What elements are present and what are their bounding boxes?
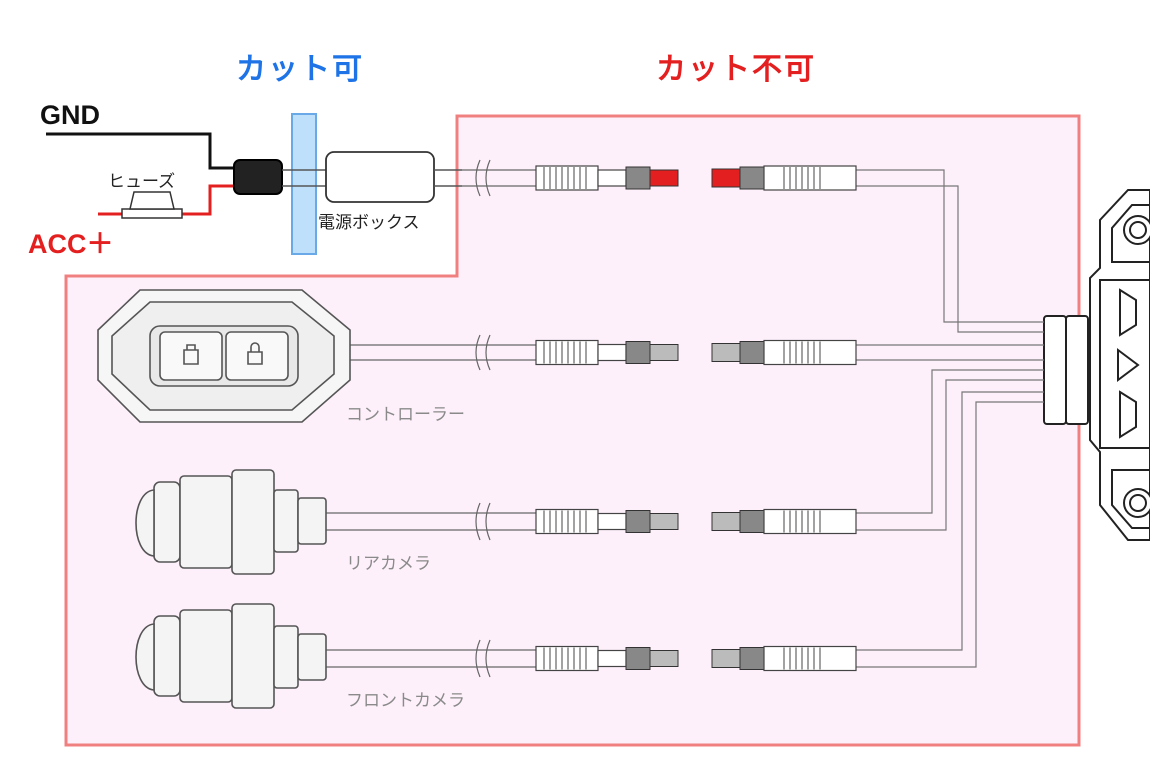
controller-connector-body [535,339,599,366]
controller-break-mark [475,334,491,371]
rear-camera-device [135,469,327,575]
controller-device [97,289,351,423]
harness-lines [856,169,1044,668]
power-connector-body [535,165,599,191]
front-connector-tip [649,650,679,667]
gnd-label: GND [40,100,100,130]
controller-socket-nut [739,341,765,364]
rear-connector-neck [597,512,627,531]
rear-break-mark [475,502,491,541]
power-box [325,151,435,203]
rear-connector-body [535,508,599,535]
controller-label: コントローラー [346,405,465,425]
power-socket-body [763,165,857,191]
front-connector-body [535,645,599,672]
front-connector-neck [597,649,627,668]
gnd-wire [46,132,236,170]
main-unit [1043,189,1150,541]
fuse-icon [121,191,183,219]
front-break-mark [475,639,491,678]
power-break-mark [475,159,491,197]
no-cut-region [64,114,1081,747]
power-socket-nut [739,166,765,190]
controller-connector-nut [625,341,651,364]
front-camera-label: フロントカメラ [346,691,465,711]
controller-socket-body [763,339,857,366]
acc-wire [98,184,236,216]
rear-socket-body [763,508,857,535]
power-connector-tip [649,169,679,187]
acc-label: ACC＋ [28,229,114,259]
controller-connector-tip [649,344,679,361]
front-socket-tip [711,649,741,668]
power-socket-tip [711,168,741,188]
front-connector-nut [625,647,651,670]
rear-socket-nut [739,510,765,533]
cable-rows [326,159,857,678]
power-connector-neck [597,169,627,187]
cut-ok-heading: カット可 [236,52,364,87]
rear-connector-nut [625,510,651,533]
power-connector-nut [625,166,651,190]
controller-connector-neck [597,343,627,362]
fuse-label: ヒューズ [108,172,176,192]
rear-socket-tip [711,512,741,531]
rear-connector-tip [649,513,679,530]
front-socket-body [763,645,857,672]
cut-ng-heading: カット不可 [656,52,816,87]
power-box-label: 電源ボックス [318,213,420,233]
front-camera-device [135,603,327,709]
power-connector [233,159,283,195]
cut-zone-band [291,113,317,255]
rear-camera-label: リアカメラ [346,554,431,574]
front-socket-nut [739,647,765,670]
controller-socket-tip [711,343,741,362]
